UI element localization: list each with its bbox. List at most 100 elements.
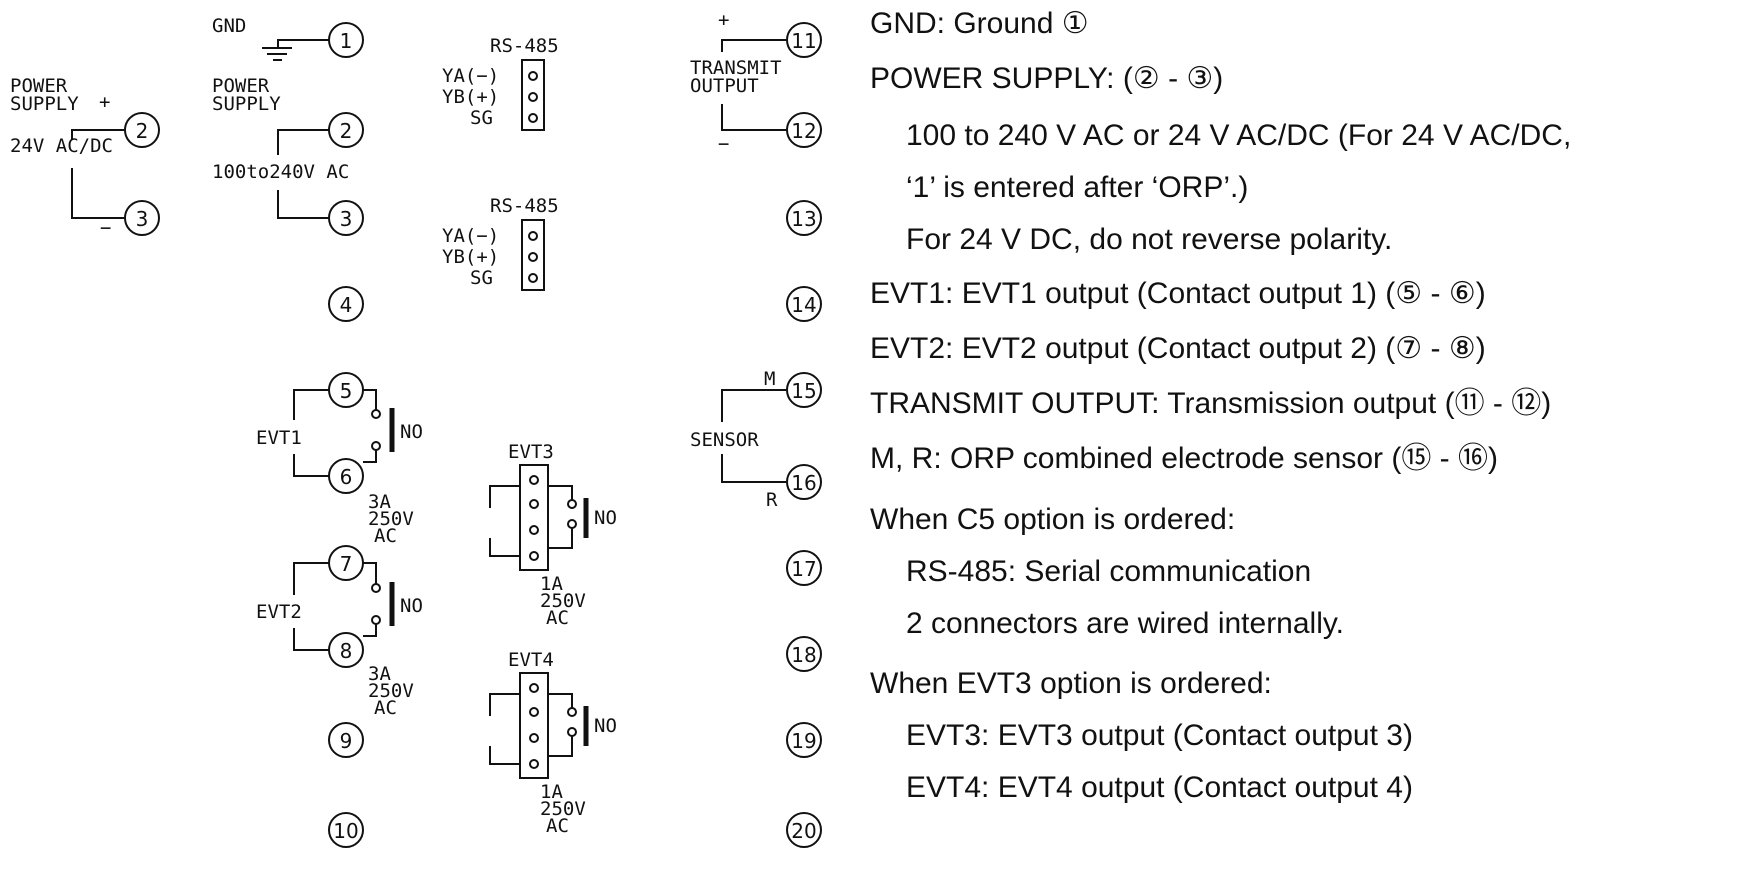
evt4-no: NO [594,715,617,737]
power-left-plus: + [99,91,110,113]
evt3-contact-top [567,499,577,509]
power-mid-label-1: POWER [212,75,270,97]
legend-sensor: M, R: ORP combined electrode sensor (⑮ -… [870,442,1498,475]
rs485-2-pin-yb: YB(+) [442,246,499,268]
terminal-13 [786,200,822,236]
terminal-5-number: 5 [340,379,353,403]
sensor-r: R [766,489,778,511]
evt1-contact-wire [363,389,377,463]
legend-polarity-note: For 24 V DC, do not reverse polarity. [906,223,1393,256]
rs485-1-pin-yb: YB(+) [442,86,499,108]
ground-icon [262,47,292,61]
legend-evt4: EVT4: EVT4 output (Contact output 4) [906,771,1413,804]
terminal-6-number: 6 [340,465,353,489]
evt2-rating-2: 250V [368,680,414,702]
terminal-3-left-number: 3 [136,207,149,231]
evt3-rating-2: 250V [540,590,586,612]
evt1-rating-1: 3A [368,491,391,513]
terminal-11-number: 11 [791,29,816,53]
evt2-no: NO [400,595,423,617]
rs485-1-pin-dot [528,113,538,123]
legend-evt2: EVT2: EVT2 output (Contact output 2) (⑦ … [870,332,1486,365]
evt2-wire [293,562,330,651]
legend-power-spec: 100 to 240 V AC or 24 V AC/DC (For 24 V … [906,119,1572,152]
transmit-label-2: OUTPUT [690,75,759,97]
terminal-4-number: 4 [340,293,353,317]
terminal-14-number: 14 [791,293,816,317]
legend-evt3-heading: When EVT3 option is ordered: [870,667,1272,700]
sensor-group: M SENSOR R 15 16 [690,368,822,511]
evt3-pin-dot [529,525,539,535]
transmit-minus: − [718,133,729,155]
rs485-2-pin-ya: YA(−) [442,225,499,247]
power-left-label-2: SUPPLY [10,93,79,115]
power-left-label-1: POWER [10,75,68,97]
legend-gnd: GND: Ground ① [870,7,1089,40]
evt4-pin-dot [529,683,539,693]
legend-c5-heading: When C5 option is ordered: [870,503,1236,536]
sensor-wire [721,389,786,483]
gnd-group: GND 1 [212,15,364,61]
evt4-pin-dot [529,707,539,717]
rs485-2-box [521,219,545,291]
terminal-17-number: 17 [791,557,816,581]
evt4-box [519,672,549,779]
terminal-10-number: 10 [333,819,358,843]
terminal-7-number: 7 [340,552,353,576]
terminal-16-number: 16 [791,471,816,495]
terminal-legend: GND: Ground ① POWER SUPPLY: (② - ③) 100 … [870,0,1744,873]
power-mid-wire [277,129,330,219]
evt4-pin-dot [529,733,539,743]
terminal-15 [786,372,822,408]
evt2-label: EVT2 [256,601,302,623]
power-left-spec: 24V AC/DC [10,135,113,157]
terminal-1 [328,22,364,58]
terminal-8-number: 8 [340,639,353,663]
legend-transmit-output: TRANSMIT OUTPUT: Transmission output (⑪ … [870,387,1552,420]
rs485-1-pin-dot [528,92,538,102]
legend-evt1: EVT1: EVT1 output (Contact output 1) (⑤ … [870,277,1486,310]
evt2-rating-3: AC [374,697,397,719]
evt1-no: NO [400,421,423,443]
terminal-20 [786,812,822,848]
power-left-wire [71,129,124,219]
rs485-2-pin-dot [528,231,538,241]
power-mid-spec: 100to240V AC [212,161,349,183]
terminal-wiring-diagram: POWER SUPPLY + 24V AC/DC − 2 3 GND 1 POW… [0,0,870,873]
terminal-4 [328,286,364,322]
legend-evt3: EVT3: EVT3 output (Contact output 3) [906,719,1413,752]
terminal-20-number: 20 [791,819,816,843]
transmit-label-1: TRANSMIT [690,57,782,79]
terminal-1-number: 1 [340,29,353,53]
evt1-rating-2: 250V [368,508,414,530]
rs485-connector-1: RS-485 YA(−) YB(+) SG [442,35,559,131]
sensor-label: SENSOR [690,429,759,451]
terminal-17 [786,550,822,586]
evt3-left-wire [489,485,520,557]
evt4-rating-3: AC [546,815,569,837]
gnd-wire [277,39,330,48]
terminal-3-number: 3 [340,207,353,231]
evt3-contact-bottom [567,519,577,529]
evt2-contact-wire [363,562,377,637]
rs485-1-pin-dot [528,71,538,81]
evt4-left-wire [489,693,520,765]
evt2-rating-1: 3A [368,663,391,685]
terminal-3 [328,200,364,236]
evt4-pin-dot [529,759,539,769]
evt4-label: EVT4 [508,649,554,671]
transmit-output-group: + TRANSMIT OUTPUT − 11 12 [690,9,822,155]
evt3-contact-wire [548,485,573,549]
power-supply-24v-group: POWER SUPPLY + 24V AC/DC − 2 3 [10,75,160,239]
transmit-wire [721,39,786,131]
terminal-14 [786,286,822,322]
sensor-m: M [764,368,775,390]
terminal-8 [328,632,364,668]
gnd-label: GND [212,15,246,37]
evt3-rating-1: 1A [540,573,563,595]
legend-rs485: RS-485: Serial communication [906,555,1312,588]
terminal-15-number: 15 [791,379,816,403]
terminal-11 [786,22,822,58]
terminal-18 [786,636,822,672]
terminal-9 [328,722,364,758]
